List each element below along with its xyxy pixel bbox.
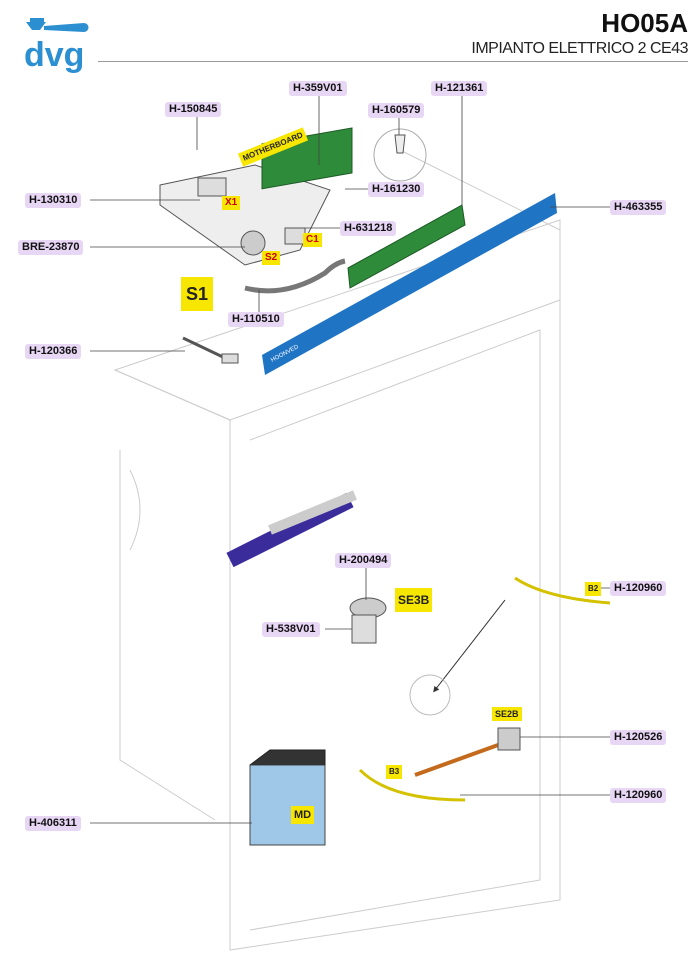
thermostat-se2b [497, 727, 521, 751]
part-label[interactable]: H-463355 [610, 200, 667, 215]
thermostat-probe [414, 743, 499, 777]
display-board [347, 204, 466, 289]
probe-wire-b3 [358, 768, 466, 802]
detail-circle [373, 128, 427, 182]
part-label[interactable]: BRE-23870 [18, 240, 84, 255]
level-sensor [221, 353, 239, 364]
ribbon-cable [244, 258, 346, 294]
header-divider [98, 61, 688, 62]
part-label[interactable]: H-150845 [165, 102, 222, 117]
part-label[interactable]: H-120366 [25, 344, 82, 359]
tag-c1: C1 [303, 233, 322, 247]
control-panel-fascia [262, 193, 557, 375]
part-label[interactable]: H-130310 [25, 193, 82, 208]
part-label[interactable]: H-200494 [335, 553, 392, 568]
part-label[interactable]: H-406311 [25, 816, 81, 831]
thermostat-housing [351, 614, 377, 644]
probe-wire-b2 [514, 576, 611, 605]
dvg-logo: dvg [24, 18, 89, 74]
part-label[interactable]: H-110510 [228, 312, 284, 327]
tag-md: MD [291, 806, 315, 824]
part-label[interactable]: H-120960 [610, 581, 667, 596]
tag-se2b: SE2B [492, 707, 522, 721]
tag-se3b: SE3B [395, 588, 433, 612]
tag-b2: B2 [585, 582, 602, 596]
tag-s1: S1 [181, 277, 214, 311]
capacitor [284, 227, 306, 245]
leader-lines [90, 95, 610, 824]
tag-x1: X1 [222, 196, 241, 210]
part-label[interactable]: H-121361 [431, 81, 488, 96]
page-title: HO05A [601, 8, 688, 38]
part-label[interactable]: H-120960 [610, 788, 667, 803]
part-label[interactable]: H-631218 [340, 221, 397, 236]
tag-s2: S2 [262, 251, 281, 265]
part-label[interactable]: H-120526 [610, 730, 667, 745]
drain-pump-md [249, 764, 326, 846]
part-label[interactable]: H-160579 [368, 103, 425, 118]
part-label[interactable]: H-538V01 [262, 622, 320, 637]
page-subtitle: IMPIANTO ELETTRICO 2 CE43 [471, 40, 688, 57]
part-label[interactable]: H-161230 [368, 182, 425, 197]
tag-b3: B3 [386, 765, 403, 779]
part-label[interactable]: H-359V01 [289, 81, 347, 96]
machine-outline [113, 149, 561, 951]
terminal-block [197, 177, 227, 197]
pressure-switch [240, 230, 266, 256]
svg-text:dvg: dvg [24, 36, 84, 74]
